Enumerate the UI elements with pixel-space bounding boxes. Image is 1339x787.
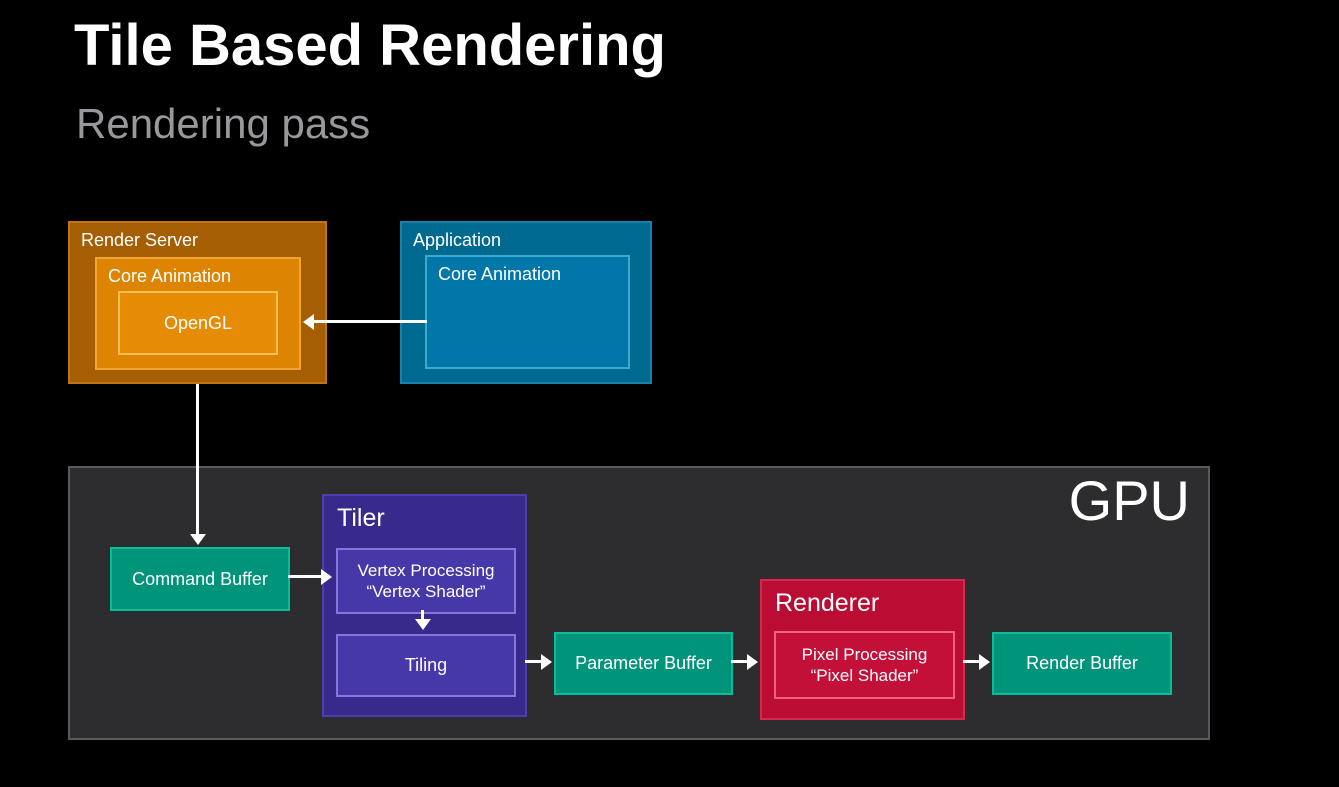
- application-label: Application: [413, 230, 502, 250]
- tiling-box: Tiling: [336, 634, 516, 697]
- vertex-processing-box: Vertex Processing “Vertex Shader”: [336, 548, 516, 614]
- pixel-processing-line1: Pixel Processing: [801, 645, 928, 664]
- arrow-vertex-processing-to-tiling: [421, 610, 424, 619]
- vertex-processing-line2: “Vertex Shader”: [366, 582, 486, 601]
- parameter-buffer-label: Parameter Buffer: [575, 653, 712, 673]
- slide-title: Tile Based Rendering: [74, 13, 666, 78]
- opengl-box: OpenGL: [118, 291, 278, 355]
- arrow-application-to-opengl: [314, 320, 427, 323]
- application-core-animation-box: Core Animation: [425, 255, 630, 369]
- tiler-label: Tiler: [337, 504, 385, 532]
- render-server-core-animation-label: Core Animation: [108, 266, 232, 286]
- opengl-label: OpenGL: [163, 312, 233, 333]
- slide-subtitle: Rendering pass: [76, 100, 371, 147]
- render-buffer-box: Render Buffer: [992, 632, 1172, 695]
- application-core-animation-label: Core Animation: [438, 264, 562, 284]
- arrow-command-buffer-to-vertex-processing: [288, 575, 321, 578]
- arrow-tiler-to-parameter-buffer: [525, 660, 541, 663]
- renderer-box: Renderer Pixel Processing “Pixel Shader”: [760, 579, 965, 720]
- command-buffer-box: Command Buffer: [110, 547, 290, 611]
- tiler-box: Tiler Vertex Processing “Vertex Shader” …: [322, 494, 527, 717]
- vertex-processing-line1: Vertex Processing: [357, 561, 495, 580]
- parameter-buffer-box: Parameter Buffer: [554, 632, 733, 695]
- tiling-label: Tiling: [404, 655, 448, 675]
- gpu-label: GPU: [1068, 469, 1190, 532]
- gpu-box: GPU Command Buffer Tiler Vertex Processi…: [68, 466, 1210, 740]
- render-server-box: Render Server Core Animation OpenGL: [68, 221, 327, 384]
- pixel-processing-line2: “Pixel Shader”: [810, 666, 919, 685]
- command-buffer-label: Command Buffer: [132, 568, 268, 589]
- render-buffer-label: Render Buffer: [1026, 653, 1138, 673]
- application-box: Application Core Animation: [400, 221, 652, 384]
- renderer-label: Renderer: [775, 589, 880, 617]
- arrow-parameter-buffer-to-renderer: [731, 660, 747, 663]
- render-server-label: Render Server: [81, 230, 199, 250]
- arrow-render-server-to-command-buffer: [196, 384, 199, 534]
- render-server-core-animation-box: Core Animation OpenGL: [95, 257, 301, 370]
- pixel-processing-box: Pixel Processing “Pixel Shader”: [774, 631, 955, 699]
- arrow-renderer-to-render-buffer: [963, 660, 979, 663]
